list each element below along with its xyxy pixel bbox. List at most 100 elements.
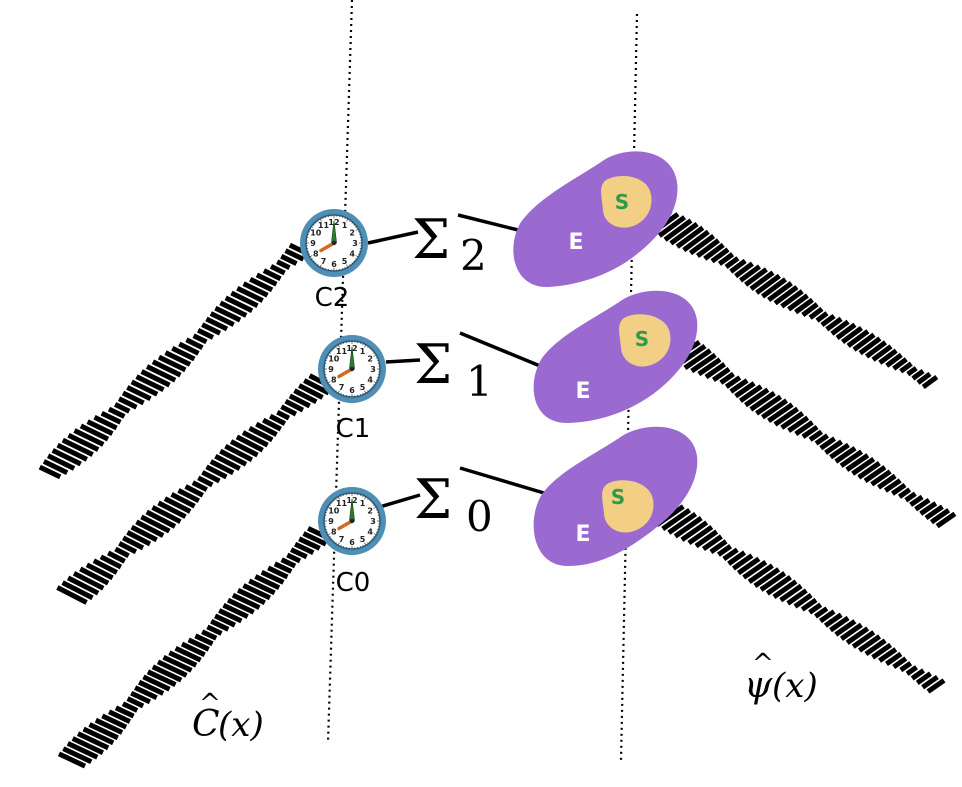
clock-number: 10 <box>328 355 340 364</box>
clock-tick <box>330 502 333 504</box>
field-psi-symbol: ψ <box>744 665 773 706</box>
clock-tick <box>364 542 367 546</box>
clock-tick <box>371 350 374 352</box>
blob-S-icon <box>601 175 652 228</box>
clock-tick <box>353 224 356 226</box>
clock-tick <box>315 262 317 265</box>
clock-tick <box>324 268 327 270</box>
clock-tick <box>355 228 359 231</box>
clock-tick <box>359 342 362 344</box>
clock-tick <box>377 511 379 514</box>
field-label-psi: ^ ψ (x) <box>744 649 818 706</box>
clock-tick <box>355 258 357 260</box>
clock-number: 4 <box>367 376 373 385</box>
clock-tick <box>373 504 375 506</box>
sigma-subscript-1: 1 <box>466 357 493 406</box>
row-1: Σ 1 121234567891011 C1 S E <box>318 290 698 444</box>
clock-tick <box>359 494 362 496</box>
clock-tick <box>351 221 353 224</box>
sigma-symbol-1: Σ <box>414 333 452 396</box>
clock-tick <box>312 260 315 262</box>
clock-tick <box>340 495 342 497</box>
clock-tick <box>349 220 351 222</box>
clock-tick <box>337 344 340 348</box>
clock-tick <box>319 264 322 268</box>
clock-tick <box>330 350 333 352</box>
clock-tick <box>335 390 337 392</box>
clock-tick <box>377 359 379 362</box>
clock-number: 9 <box>328 517 334 526</box>
clock-tick <box>315 221 317 224</box>
clock-tick <box>326 509 328 511</box>
clock-tick <box>369 499 371 502</box>
region-S-label-1: S <box>635 327 649 351</box>
clock-tick <box>373 381 377 384</box>
clock-pivot <box>349 518 355 524</box>
clock-tick <box>329 536 331 538</box>
region-S-label-0: S <box>611 485 625 509</box>
clock-icon: 121234567891011 <box>300 209 368 277</box>
wave-strip-left-1 <box>56 373 336 605</box>
clock-number: 2 <box>367 507 373 516</box>
clock-tick <box>340 343 342 345</box>
clock-number: 2 <box>349 229 355 238</box>
clock-number: 4 <box>367 528 373 537</box>
clock-tick <box>373 533 377 536</box>
clock-tick <box>349 264 351 266</box>
clock-hour-hand <box>337 367 354 379</box>
clock-tick <box>322 217 324 219</box>
link-sigma-to-E-0 <box>459 466 555 498</box>
clock-tick <box>335 498 337 500</box>
clock-tick <box>319 218 322 222</box>
wave-strip-right-1 <box>653 329 957 529</box>
clock-tick <box>344 217 346 219</box>
clock-number: 3 <box>352 239 358 248</box>
clock-number: 7 <box>321 257 327 266</box>
clock-tick <box>362 545 364 547</box>
clock-tick <box>317 264 319 266</box>
clock-tick <box>373 506 377 509</box>
clock-number: 2 <box>367 355 373 364</box>
clock-tick <box>311 258 313 260</box>
clock-tick <box>367 390 369 392</box>
clock-tick <box>329 504 331 506</box>
clock-number: 7 <box>339 383 345 392</box>
clock-icon: 121234567891011 <box>318 487 386 555</box>
clock-tick <box>342 494 345 496</box>
clock-number: 3 <box>370 365 376 374</box>
wave-strip-left-0 <box>57 526 333 769</box>
clock-tick <box>373 354 377 357</box>
link-sigma-to-E-1 <box>459 331 546 370</box>
clock-number: 5 <box>342 257 348 266</box>
wave-strip-left-2 <box>38 242 312 480</box>
clock-number: 1 <box>342 221 348 230</box>
field-C-symbol: C <box>192 704 220 745</box>
clock-tick <box>376 531 378 533</box>
clock-tick <box>359 546 362 548</box>
sigma-subscript-0: 0 <box>466 492 493 541</box>
clock-icon: 121234567891011 <box>318 335 386 403</box>
clock-tick <box>373 536 375 538</box>
clock-tick <box>364 390 367 394</box>
clock-tick <box>311 226 313 228</box>
clock-number: 5 <box>360 535 366 544</box>
field-C-hat: ^ <box>199 689 221 719</box>
clock-tick <box>333 347 335 350</box>
clock-tick <box>337 496 340 500</box>
clock-number: 11 <box>336 499 348 508</box>
clock-tick <box>341 216 344 218</box>
clock-tick <box>364 496 367 500</box>
clock-number: 8 <box>313 250 319 259</box>
region-S-label-2: S <box>615 190 629 214</box>
clock-number: 11 <box>318 221 330 230</box>
link-clock-to-sigma-2 <box>367 230 419 245</box>
clock-tick <box>340 393 342 395</box>
field-label-C: ^ C (x) <box>192 689 264 745</box>
clock-tick <box>358 231 360 233</box>
clock-tick <box>359 250 361 253</box>
clock-label-1: C1 <box>336 414 371 444</box>
clock-tick <box>355 255 359 258</box>
clock-tick <box>362 393 364 395</box>
clock-tick <box>376 509 378 511</box>
